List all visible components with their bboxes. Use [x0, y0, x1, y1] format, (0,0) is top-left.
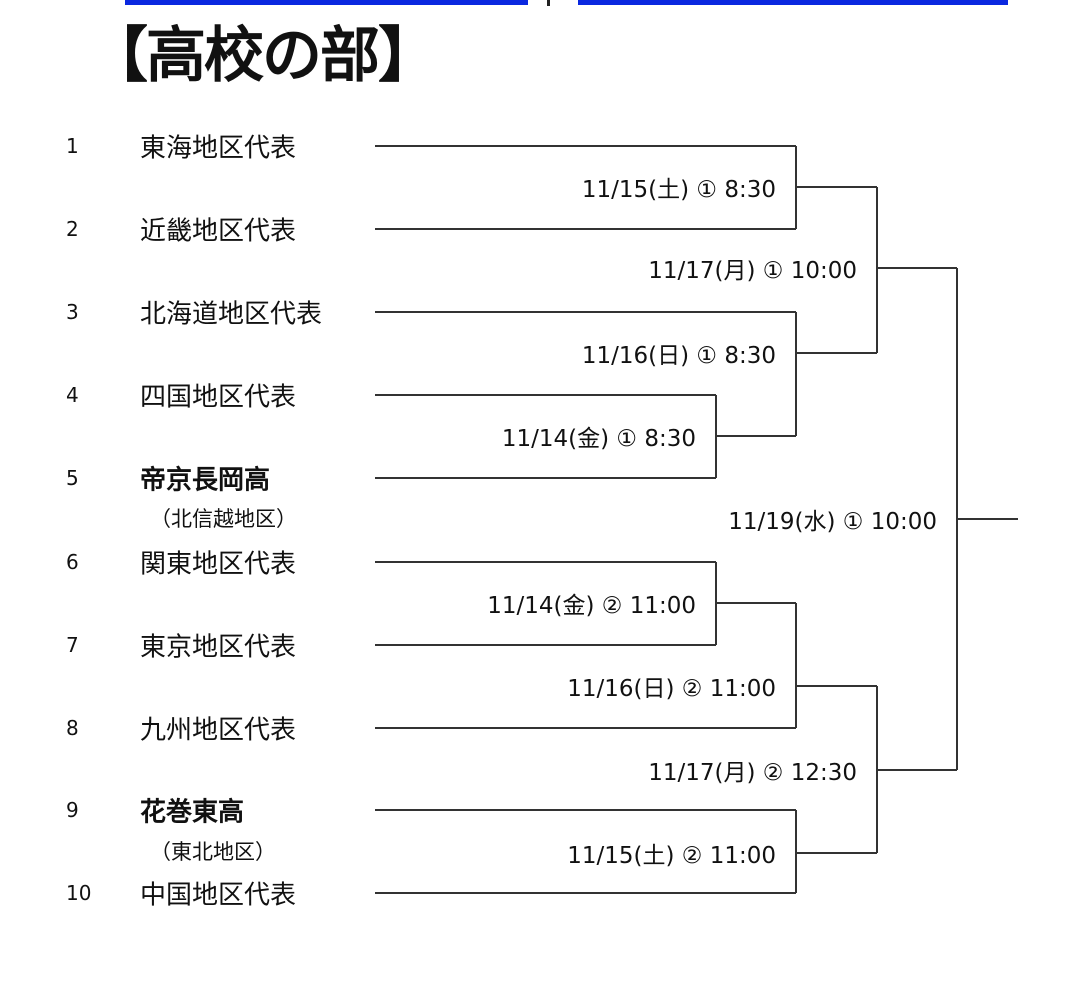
team-name: 中国地区代表 [140, 880, 297, 911]
match-schedule-label: 11/16(日) ② 11:00 [567, 676, 776, 702]
team-name: 近畿地区代表 [140, 216, 297, 247]
seed-number: 7 [66, 633, 79, 657]
seed-number: 8 [66, 716, 79, 740]
header-bar-left [125, 0, 528, 5]
match-schedule-label: 11/15(土) ① 8:30 [581, 177, 776, 203]
seed-number: 9 [66, 798, 79, 822]
team-name: 四国地区代表 [140, 382, 297, 413]
match-schedule-label: 11/14(金) ② 11:00 [487, 593, 696, 619]
team-name: 花巻東高 [140, 797, 245, 828]
match-schedule-label: 11/17(月) ② 12:30 [648, 760, 857, 786]
seed-number: 5 [66, 466, 79, 490]
header-divider [547, 0, 550, 6]
seed-number: 6 [66, 550, 79, 574]
seed-number: 1 [66, 134, 79, 158]
team-name: 帝京長岡高 [140, 465, 271, 496]
match-schedule-label: 11/15(土) ② 11:00 [567, 843, 776, 869]
match-schedule-label: 11/16(日) ① 8:30 [581, 343, 776, 369]
team-name: 東京地区代表 [140, 632, 297, 663]
team-name: 関東地区代表 [140, 549, 297, 580]
header-bar-right [578, 0, 1008, 5]
seed-number: 3 [66, 300, 79, 324]
team-name: 九州地区代表 [140, 715, 297, 746]
team-name: 東海地区代表 [140, 133, 297, 164]
seed-number: 10 [66, 881, 92, 905]
team-region: （東北地区） [150, 840, 276, 864]
seed-number: 4 [66, 383, 79, 407]
match-schedule-label: 11/14(金) ① 8:30 [501, 426, 696, 452]
match-schedule-label: 11/17(月) ① 10:00 [648, 258, 857, 284]
page-title: 【高校の部】 [88, 21, 438, 91]
match-schedule-label: 11/19(水) ① 10:00 [728, 509, 937, 535]
team-region: （北信越地区） [150, 507, 297, 531]
seed-number: 2 [66, 217, 79, 241]
team-name: 北海道地区代表 [140, 299, 323, 330]
